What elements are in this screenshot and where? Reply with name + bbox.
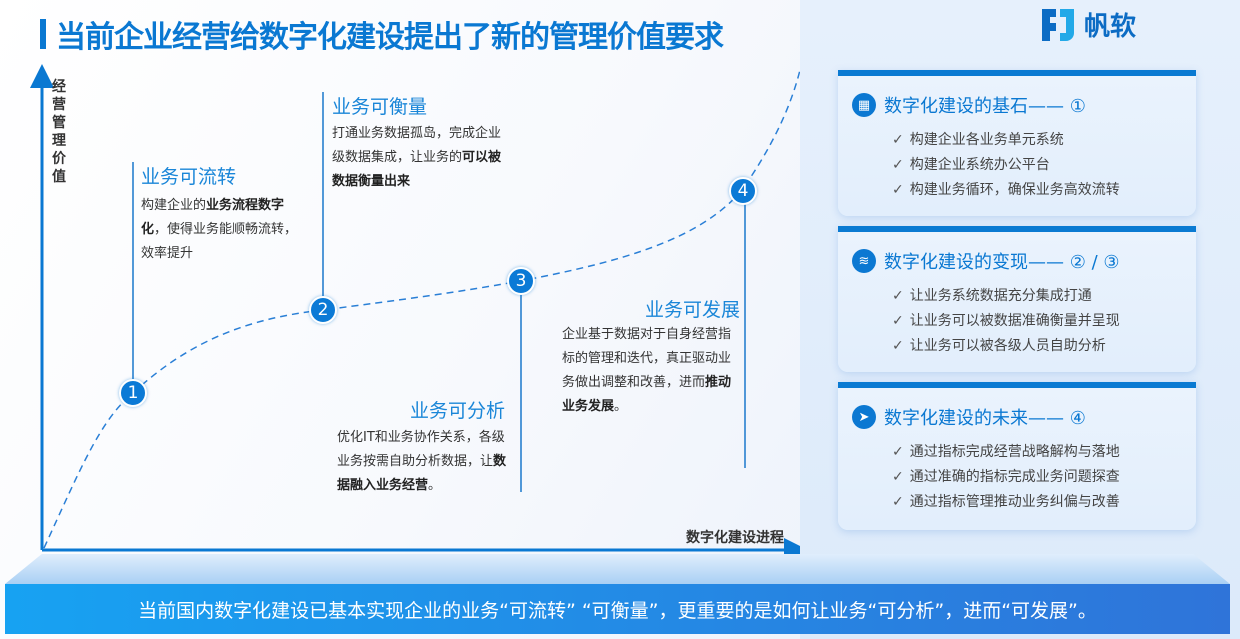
summary-text: 当前国内数字化建设已基本实现企业的业务“可流转” “可衡量”，更重要的是如何让业… (138, 599, 1097, 622)
list-item: ✓让业务可以被数据准确衡量并呈现 (892, 313, 1120, 329)
x-axis-label: 数字化建设进程 (686, 530, 784, 546)
logo-text: 帆软 (1084, 12, 1137, 42)
list-item: ✓构建企业各业务单元系统 (892, 132, 1064, 148)
stage-1-desc: 构建企业的业务流程数字化，使得业务能顺畅流转，效率提升 (141, 198, 298, 261)
list-item: ✓让业务可以被各级人员自助分析 (892, 338, 1106, 354)
y-axis-label: 经营管理价值 (52, 79, 66, 185)
card-monetization: ≋ 数字化建设的变现—— ② / ③ ✓让业务系统数据充分集成打通 ✓让业务可以被… (838, 226, 1196, 372)
banner-platform (5, 554, 1230, 584)
list-item: ✓让业务系统数据充分集成打通 (892, 288, 1092, 304)
stage-2-marker: 2 (309, 296, 337, 324)
check-icon: ✓ (892, 444, 904, 460)
stage-1-marker: 1 (119, 379, 147, 407)
stage-3-marker: 3 (507, 267, 535, 295)
check-icon: ✓ (892, 182, 904, 198)
card-future: ➤ 数字化建设的未来—— ④ ✓通过指标完成经营战略解构与落地 ✓通过准确的指标完… (838, 382, 1196, 530)
check-icon: ✓ (892, 288, 904, 304)
check-icon: ✓ (892, 338, 904, 354)
list-item: ✓通过指标管理推动业务纠偏与改善 (892, 494, 1120, 510)
card-title: 数字化建设的基石—— ① (884, 96, 1086, 117)
card-foundation: ▦ 数字化建设的基石—— ① ✓构建企业各业务单元系统 ✓构建企业系统办公平台 ✓… (838, 70, 1196, 216)
page-title-text: 当前企业经营给数字化建设提出了新的管理价值要求 (56, 20, 724, 55)
stage-3-title: 业务可分析 (410, 400, 506, 422)
card-title: 数字化建设的变现—— ② / ③ (884, 252, 1120, 273)
grid-icon: ▦ (852, 93, 876, 117)
check-icon: ✓ (892, 469, 904, 485)
logo: 帆软 (1040, 6, 1136, 43)
list-item: ✓通过指标完成经营战略解构与落地 (892, 444, 1120, 460)
summary-banner: 当前国内数字化建设已基本实现企业的业务“可流转” “可衡量”，更重要的是如何让业… (5, 584, 1230, 634)
list-item: ✓构建业务循环，确保业务高效流转 (892, 182, 1120, 198)
stage-4-title: 业务可发展 (645, 299, 741, 321)
title-accent-bar (40, 19, 46, 49)
stage-2-desc: 打通业务数据孤岛，完成企业级数据集成，让业务的可以被数据衡量出来 (332, 126, 502, 189)
check-icon: ✓ (892, 313, 904, 329)
fanruan-logo-icon (1042, 8, 1074, 41)
stage-2-title: 业务可衡量 (332, 96, 428, 118)
stage-1-title: 业务可流转 (141, 166, 237, 188)
list-item: ✓构建企业系统办公平台 (892, 157, 1050, 173)
check-icon: ✓ (892, 157, 904, 173)
stage-4-desc: 企业基于数据对于自身经营指标的管理和迭代，真正驱动业务做出调整和改善，进而推动业… (562, 327, 732, 414)
layers-icon: ≋ (852, 249, 876, 273)
stage-4-marker: 4 (729, 177, 757, 205)
stage-3-desc: 优化IT和业务协作关系，各级业务按需自助分析数据，让数据融入业务经营。 (337, 430, 507, 493)
page-title: 当前企业经营给数字化建设提出了新的管理价值要求 (40, 12, 724, 56)
send-icon: ➤ (852, 405, 876, 429)
list-item: ✓通过准确的指标完成业务问题探查 (892, 469, 1120, 485)
card-title: 数字化建设的未来—— ④ (884, 408, 1086, 429)
check-icon: ✓ (892, 132, 904, 148)
check-icon: ✓ (892, 494, 904, 510)
